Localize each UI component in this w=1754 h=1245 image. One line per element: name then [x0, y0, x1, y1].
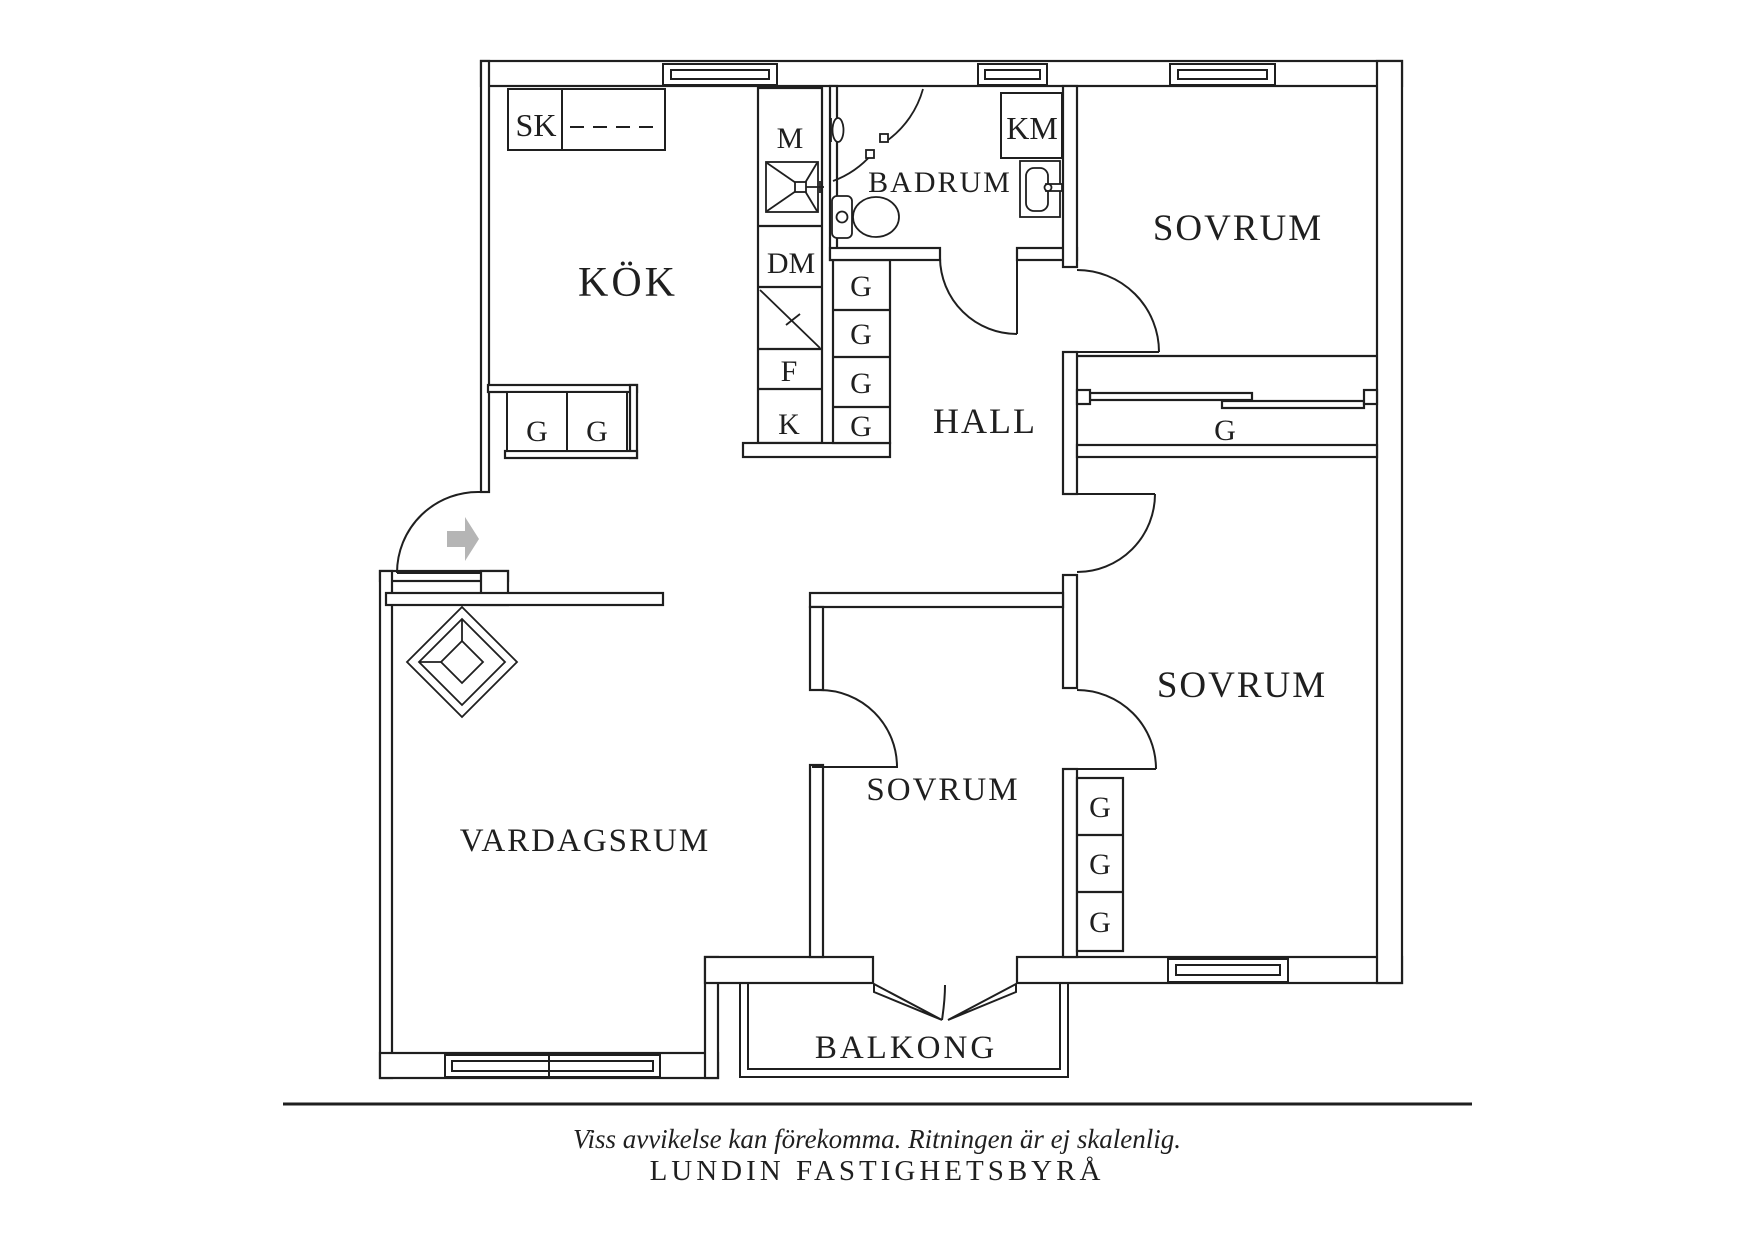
wall [808, 605, 825, 692]
window-icon [662, 63, 778, 86]
entry-arrow-icon [447, 517, 479, 561]
shower-icon [830, 88, 924, 182]
room-label-bedroom-top: SOVRUM [1153, 208, 1323, 249]
wardrobe-label: G [850, 367, 872, 400]
window-icon [977, 63, 1048, 86]
bedroom-right-lower-door-arc [1076, 689, 1157, 770]
window-icon [1167, 958, 1289, 983]
wardrobe-label: G [526, 415, 548, 448]
fixture-labels: SK M DM F K KM [516, 107, 1058, 441]
kitchen-wardrobe-box [506, 391, 628, 452]
toilet-icon [831, 195, 900, 239]
bedroom-right-upper-door-arc [1076, 493, 1156, 573]
wall [808, 763, 825, 959]
wall [808, 591, 1065, 609]
wall [1061, 573, 1079, 690]
sliding-door-cap [1362, 388, 1379, 406]
balcony-railing [739, 983, 1069, 1078]
room-label-kitchen: KÖK [578, 260, 678, 306]
sliding-door-panel [1220, 399, 1366, 410]
footer-disclaimer: Viss avvikelse kan förekomma. Ritningen … [573, 1124, 1181, 1154]
wall [741, 441, 892, 459]
label-fridge: K [778, 408, 800, 441]
room-label-living-room: VARDAGSRUM [460, 823, 710, 859]
wall [1375, 59, 1404, 985]
wall [503, 449, 639, 460]
sink-icon [1019, 160, 1063, 218]
windows [444, 63, 1289, 1078]
bedroom-middle-door-arc [819, 689, 898, 768]
wall [378, 569, 394, 1080]
wardrobe-label: G [586, 415, 608, 448]
cleaning-cupboard [507, 88, 666, 151]
window-icon [444, 1054, 661, 1078]
doors [396, 257, 1160, 770]
wall [828, 246, 942, 262]
label-freezer: F [781, 355, 798, 388]
room-label-bathroom: BADRUM [868, 166, 1012, 199]
window-icon [1169, 63, 1276, 86]
washing-machine-box [1000, 92, 1063, 159]
bedroom-top-door-arc [1076, 269, 1160, 353]
footer: Viss avvikelse kan förekomma. Ritningen … [283, 1102, 1472, 1187]
wardrobe-label: G [850, 270, 872, 303]
sliding-door-cap [1075, 388, 1092, 406]
wall [1061, 84, 1079, 269]
label-cleaning-cupboard: SK [516, 107, 557, 143]
wardrobe-label: G [1214, 414, 1236, 447]
wall [479, 59, 491, 494]
wall [486, 383, 639, 394]
wardrobe-label: G [1089, 848, 1111, 881]
wall [1075, 443, 1379, 459]
wardrobe-label: G [1089, 906, 1111, 939]
wardrobe-label: G [850, 318, 872, 351]
label-dishwasher: DM [767, 247, 815, 280]
wall [628, 383, 639, 460]
room-label-hall: HALL [933, 401, 1037, 441]
kitchen-sink-icon [765, 161, 824, 213]
footer-brand: LUNDIN FASTIGHETSBYRÅ [650, 1155, 1105, 1187]
room-label-bedroom-middle: SOVRUM [866, 772, 1019, 808]
counter-flap-icon [759, 289, 821, 349]
wardrobe-label: G [850, 410, 872, 443]
wall [1061, 767, 1079, 959]
label-washing-machine: KM [1006, 110, 1058, 146]
room-label-bedroom-right: SOVRUM [1157, 665, 1327, 706]
room-label-balcony: BALKONG [815, 1030, 997, 1066]
bathroom-fixtures [830, 88, 1063, 239]
wardrobe-label: G [1089, 791, 1111, 824]
room-labels: KÖK BADRUM HALL SOVRUM SOVRUM SOVRUM VAR… [460, 166, 1327, 1066]
wall [1061, 350, 1079, 496]
bedroom-wardrobe-column [1075, 776, 1125, 953]
sliding-door-panel [1088, 391, 1254, 402]
kitchen-fixtures [506, 88, 824, 452]
label-microwave: M [777, 122, 804, 155]
entrance-door-arc [396, 490, 482, 574]
wardrobe-labels: G G G G G G G G G G [526, 270, 1236, 939]
balcony-door-icon [873, 982, 1017, 1021]
fireplace-icon [405, 605, 519, 719]
bathroom-door-arc [939, 257, 1018, 335]
wall [384, 591, 665, 607]
wall [703, 955, 875, 985]
